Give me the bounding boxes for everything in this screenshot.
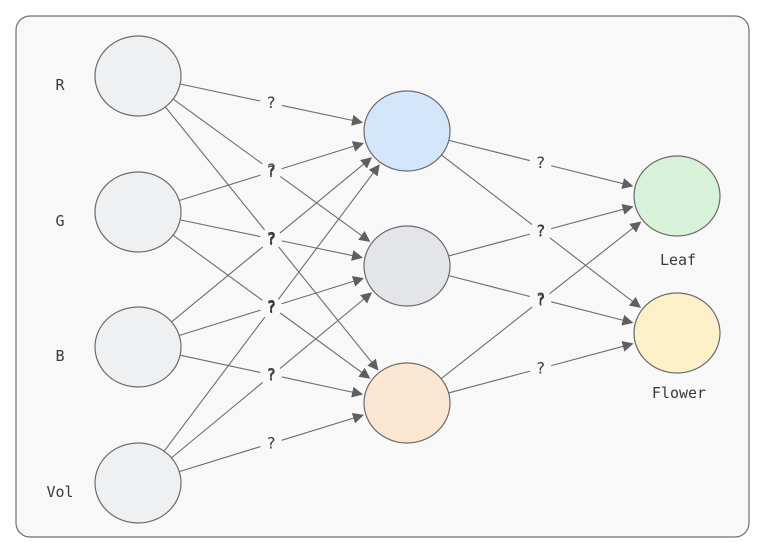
connection-arrow (281, 412, 364, 441)
weight-label: ? (536, 221, 546, 240)
connection-arrow (551, 165, 634, 189)
weight-label: ? (267, 298, 277, 317)
output-label: Leaf (660, 251, 696, 269)
output-node-1 (633, 155, 721, 237)
connections (163, 83, 642, 473)
edge-input-2-to-1 (179, 141, 365, 201)
edge-input-3-to-3 (179, 354, 364, 398)
output-label: Flower (652, 384, 706, 402)
edge-input-1-to-1 (180, 83, 364, 126)
weight-label: ? (536, 221, 546, 240)
input-node-2 (94, 171, 182, 253)
edge-hidden-3-to-1 (440, 221, 642, 380)
connection-segment (171, 246, 264, 323)
input-label: R (55, 76, 65, 94)
edge-hidden-2-to-1 (448, 204, 634, 257)
input-label: Vol (46, 483, 73, 501)
weight-label: ? (266, 160, 276, 179)
weight-label: ? (536, 358, 546, 377)
hidden-node-2 (363, 225, 451, 307)
connection-arrow (279, 157, 372, 234)
hidden-node-3 (363, 362, 451, 444)
edge-input-1-to-3 (164, 106, 379, 371)
edge-hidden-2-to-2 (448, 275, 634, 326)
connection-segment (448, 275, 531, 298)
connection-arrow (551, 204, 634, 230)
weight-label: ? (266, 365, 276, 384)
connection-arrow (277, 164, 380, 300)
weight-label: ? (536, 153, 546, 172)
connection-segment (172, 234, 263, 301)
input-node-1 (94, 35, 182, 117)
weight-label: ? (267, 228, 277, 247)
connection-arrow (549, 221, 642, 295)
connection-segment (172, 98, 263, 165)
edge-input-2-to-2 (180, 219, 363, 261)
weight-label: ? (536, 289, 546, 308)
weight-label: ? (266, 297, 276, 316)
edge-hidden-3-to-2 (448, 341, 634, 394)
connection-segment (179, 446, 261, 473)
edge-hidden-1-to-1 (448, 139, 634, 189)
connection-arrow (281, 376, 364, 398)
input-node-4 (94, 442, 182, 524)
output-node-2 (633, 292, 721, 374)
connection-segment (179, 354, 261, 373)
weight-label: ? (266, 297, 276, 316)
edge-hidden-1-to-2 (441, 154, 642, 308)
hidden-node-1 (363, 90, 451, 172)
weight-labels: ?????????????????? (266, 93, 545, 452)
edge-input-4-to-2 (171, 292, 373, 459)
edge-input-1-to-2 (172, 98, 371, 242)
edge-input-3-to-1 (171, 157, 372, 323)
input-label: G (55, 212, 64, 230)
connection-segment (180, 219, 261, 238)
input-label: B (55, 347, 64, 365)
connection-segment (448, 370, 531, 394)
connection-segment (179, 309, 261, 336)
connection-arrow (278, 246, 379, 371)
connection-segment (171, 381, 264, 459)
connection-arrow (549, 237, 642, 308)
neurons (94, 35, 721, 524)
connection-arrow (281, 276, 365, 305)
weight-label: ? (266, 162, 276, 181)
connection-segment (440, 306, 533, 380)
connection-segment (180, 83, 261, 102)
input-node-3 (94, 306, 182, 388)
weight-label: ? (266, 433, 276, 452)
connection-arrow (281, 141, 365, 170)
connection-arrow (281, 104, 364, 126)
connection-segment (448, 139, 530, 162)
connection-segment (163, 316, 266, 452)
connection-arrow (279, 292, 373, 369)
weight-label: ? (267, 365, 277, 384)
connection-segment (179, 174, 261, 201)
edge-input-2-to-3 (172, 234, 371, 379)
weight-label: ? (536, 290, 546, 309)
connection-segment (164, 106, 265, 231)
edge-input-4-to-1 (163, 164, 380, 452)
edge-input-3-to-2 (179, 276, 365, 336)
connection-arrow (281, 240, 363, 261)
connection-arrow (551, 341, 634, 367)
connection-arrow (279, 312, 371, 379)
weight-label: ? (267, 230, 277, 249)
connection-arrow (279, 176, 371, 242)
edge-input-4-to-3 (179, 412, 364, 473)
weight-label: ? (266, 93, 276, 112)
weight-label: ? (266, 229, 276, 248)
connection-segment (441, 154, 533, 225)
connection-arrow (551, 301, 634, 326)
connection-segment (448, 233, 531, 257)
